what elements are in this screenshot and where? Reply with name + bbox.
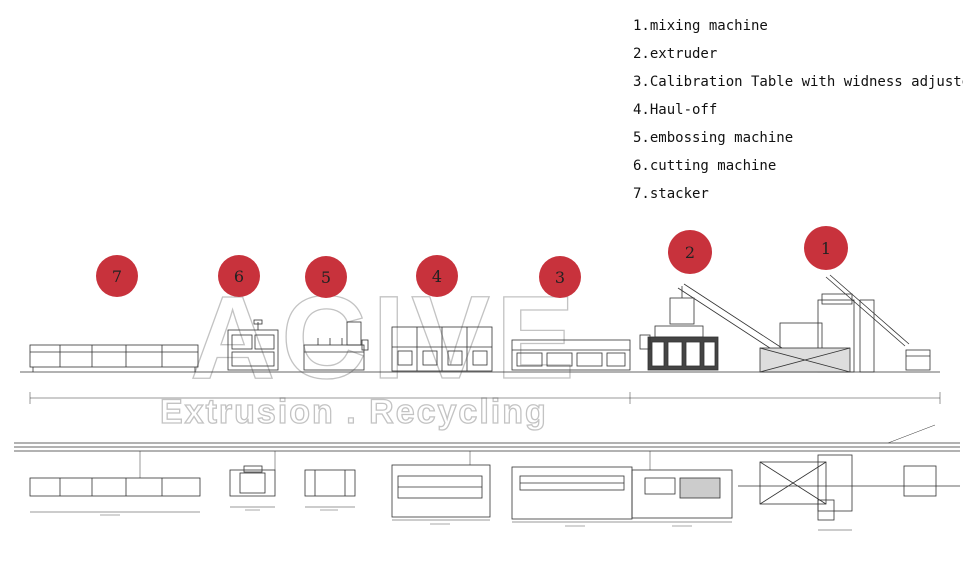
legend-item: 6.cutting machine xyxy=(633,158,777,174)
mixing-machine-plan xyxy=(738,454,960,531)
svg-text:7: 7 xyxy=(112,267,122,286)
extruder-plan xyxy=(631,469,733,523)
badge-3: 3 xyxy=(539,256,581,298)
embossing-machine-plan xyxy=(304,469,356,508)
plan-view xyxy=(14,424,960,531)
calibration-table-elevation xyxy=(511,339,631,371)
legend-item: 5.embossing machine xyxy=(633,130,794,146)
calibration-table-plan xyxy=(511,466,633,523)
legend-item: 3.Calibration Table with widness adjuste… xyxy=(633,74,963,90)
haul-off-elevation xyxy=(391,326,493,372)
legend-item: 4.Haul-off xyxy=(633,102,718,118)
badge-7: 7 xyxy=(96,255,138,297)
cutting-machine-plan xyxy=(229,465,276,508)
station-badges: 7 6 5 4 3 2 1 xyxy=(96,226,848,298)
equipment-legend: 1.mixing machine 2.extruder 3.Calibratio… xyxy=(633,12,963,208)
svg-text:1: 1 xyxy=(821,239,831,258)
mixing-machine-elevation xyxy=(759,274,931,373)
legend-item: 1.mixing machine xyxy=(633,18,768,34)
cutting-machine-elevation xyxy=(227,319,279,371)
svg-text:6: 6 xyxy=(234,267,244,286)
legend-item: 7.stacker xyxy=(633,186,709,202)
watermark: ACIVE Extrusion . Recycling xyxy=(159,271,581,431)
legend-item: 2.extruder xyxy=(633,46,718,62)
svg-text:5: 5 xyxy=(321,268,331,287)
dimension-marks xyxy=(100,509,692,527)
badge-6: 6 xyxy=(218,255,260,297)
embossing-machine-elevation xyxy=(303,321,369,371)
watermark-logo: ACIVE xyxy=(190,272,581,404)
watermark-tagline: Extrusion . Recycling xyxy=(160,393,548,431)
svg-text:4: 4 xyxy=(432,267,442,286)
haul-off-plan xyxy=(391,464,491,521)
svg-text:2: 2 xyxy=(685,243,695,262)
badge-5: 5 xyxy=(305,256,347,298)
badge-2: 2 xyxy=(668,230,712,274)
svg-text:3: 3 xyxy=(555,268,565,287)
stacker-plan xyxy=(29,477,201,513)
extruder-elevation xyxy=(639,283,783,371)
stacker-elevation xyxy=(29,344,199,372)
badge-1: 1 xyxy=(804,226,848,270)
elevation-view xyxy=(20,274,941,404)
badge-4: 4 xyxy=(416,255,458,297)
